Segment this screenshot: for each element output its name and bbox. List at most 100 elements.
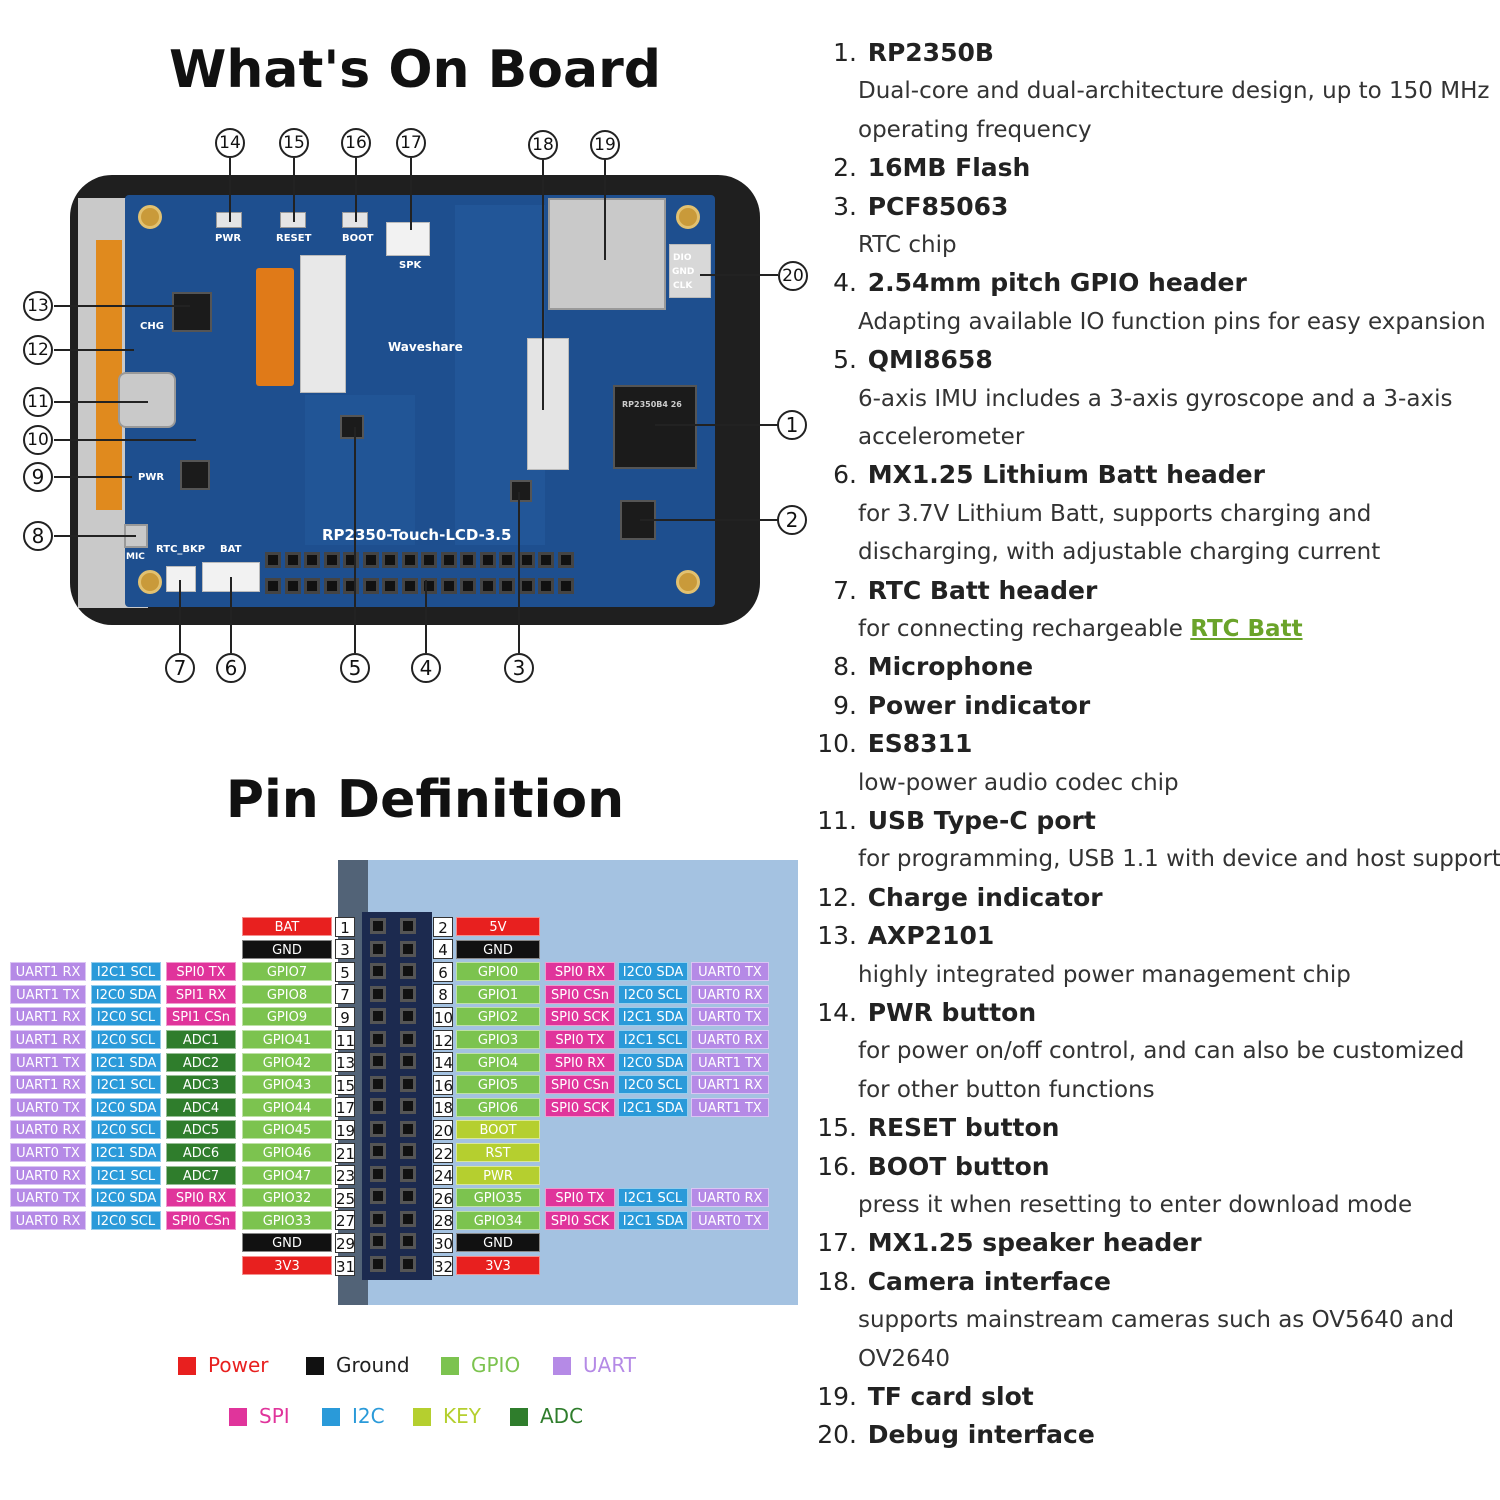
feature-description: Adapting available IO function pins for … [858, 308, 1486, 335]
feature-item: 3. PCF85063 [815, 192, 1008, 222]
pin-func-i2c: I2C0 SDA [91, 1188, 161, 1208]
gpio-pin [421, 552, 437, 568]
pin-label: RST [456, 1143, 540, 1162]
gpio-pin [323, 552, 340, 568]
rp2350b-chip [613, 385, 697, 469]
pin-func-spi: SPI0 CSn [545, 1075, 615, 1095]
codec-chip [180, 460, 210, 490]
silk-pwr: PWR [215, 233, 242, 244]
debug-interface [669, 244, 711, 298]
feature-number: 15. [817, 1113, 857, 1143]
pin-label: GPIO6 [456, 1097, 540, 1117]
gpio-pin [557, 578, 574, 594]
pin-func-i2c: I2C1 SCL [91, 1075, 161, 1095]
header-pin [370, 1075, 386, 1092]
pin-number: 10 [433, 1006, 454, 1027]
pin-number: 28 [433, 1210, 454, 1231]
pin-func-spi: SPI0 RX [545, 1052, 615, 1072]
gpio-pin [362, 552, 379, 568]
feature-description: for power on/off control, and can also b… [858, 1038, 1465, 1065]
on-board-title: What's On Board [169, 40, 661, 100]
legend-label: GPIO [471, 1353, 521, 1377]
pin-func-alt: SPI0 CSn [166, 1210, 236, 1230]
gpio-pin [479, 552, 496, 568]
header-pin [400, 1075, 416, 1092]
callout-8: 8 [23, 521, 53, 551]
pin-func-spi: SPI0 SCK [545, 1097, 615, 1117]
pin-func-uart: UART0 RX [691, 984, 769, 1004]
pin-label: GND [456, 939, 540, 959]
feature-number: 6. [833, 460, 857, 490]
speaker-header [386, 222, 430, 256]
pin-func-uart: UART1 TX [691, 1052, 769, 1072]
silk-pwr-led: PWR [138, 472, 165, 483]
pin-label: GPIO3 [456, 1030, 540, 1049]
header-pin [370, 940, 386, 957]
feature-number: 16. [817, 1151, 857, 1181]
callout-17: 17 [396, 128, 426, 158]
feature-item: 4. 2.54mm pitch GPIO header [815, 268, 1247, 298]
brand-logo: Waveshare [388, 340, 463, 354]
pin-func-spi: SPI0 CSn [545, 984, 615, 1004]
gpio-pin [460, 552, 476, 568]
pin-definition-title: Pin Definition [225, 770, 625, 830]
pin-label: GND [456, 1233, 540, 1253]
feature-item: 19. TF card slot [815, 1382, 1034, 1412]
gpio-pin [284, 578, 301, 594]
pin-func-alt: ADC2 [166, 1052, 236, 1072]
pin-number: 4 [433, 939, 453, 960]
pin-label: GPIO2 [456, 1007, 540, 1027]
feature-description: 6-axis IMU includes a 3-axis gyroscope a… [858, 385, 1453, 412]
callout-18: 18 [528, 130, 558, 160]
gpio-pin [440, 552, 457, 568]
silk-chg: CHG [140, 321, 164, 332]
gpio-pin [499, 578, 515, 594]
pin-label: GPIO45 [242, 1120, 332, 1140]
pin-number: 20 [433, 1119, 454, 1140]
feature-title: Camera interface [859, 1266, 1111, 1296]
pin-label: BOOT [456, 1120, 540, 1140]
gpio-header [265, 548, 577, 600]
header-pin [400, 1165, 416, 1182]
pin-func-spi: SPI0 RX [545, 962, 615, 982]
gpio-pin [460, 578, 476, 594]
feature-title: PWR button [859, 998, 1037, 1027]
pin-func-uart: UART1 RX [10, 1030, 86, 1049]
pin-number: 19 [335, 1119, 356, 1140]
pin-func-uart: UART1 RX [691, 1075, 769, 1095]
pin-label: BAT [242, 917, 332, 936]
header-pin [370, 918, 386, 934]
pin-func-uart: UART0 TX [691, 1210, 769, 1230]
silk-gnd: GND [672, 267, 695, 277]
pin-func-alt: SPI0 RX [166, 1188, 236, 1208]
feature-title: TF card slot [859, 1382, 1034, 1411]
pin-number: 25 [335, 1187, 356, 1208]
silk-mic: MIC [126, 552, 145, 562]
pin-func-alt: SPI1 RX [166, 984, 236, 1004]
pin-number: 2 [433, 916, 453, 937]
pin-label: GND [242, 939, 332, 959]
feature-item: 11. USB Type-C port [815, 806, 1096, 836]
rtc-batt-link[interactable]: RTC Batt [1190, 616, 1303, 642]
feature-number: 4. [833, 268, 857, 298]
feature-description: press it when resetting to enter downloa… [858, 1192, 1413, 1218]
header-pin [370, 1255, 386, 1272]
header-pin [370, 985, 386, 1002]
silk-bat: BAT [220, 544, 242, 555]
feature-description: discharging, with adjustable charging cu… [858, 539, 1381, 566]
header-pin [400, 918, 416, 934]
mount-hole [676, 205, 700, 229]
gpio-pin [440, 578, 457, 594]
callout-15: 15 [279, 128, 309, 158]
header-pin [370, 1165, 386, 1182]
header-pin [400, 1143, 416, 1159]
feature-item: 14. PWR button [815, 998, 1036, 1028]
pin-number: 26 [433, 1187, 454, 1208]
callout-10: 10 [23, 425, 53, 455]
gpio-pin [499, 552, 515, 568]
feature-number: 7. [833, 575, 857, 605]
feature-title: ES8311 [859, 729, 973, 759]
header-pin [400, 1255, 416, 1272]
gpio-pin [538, 552, 554, 568]
